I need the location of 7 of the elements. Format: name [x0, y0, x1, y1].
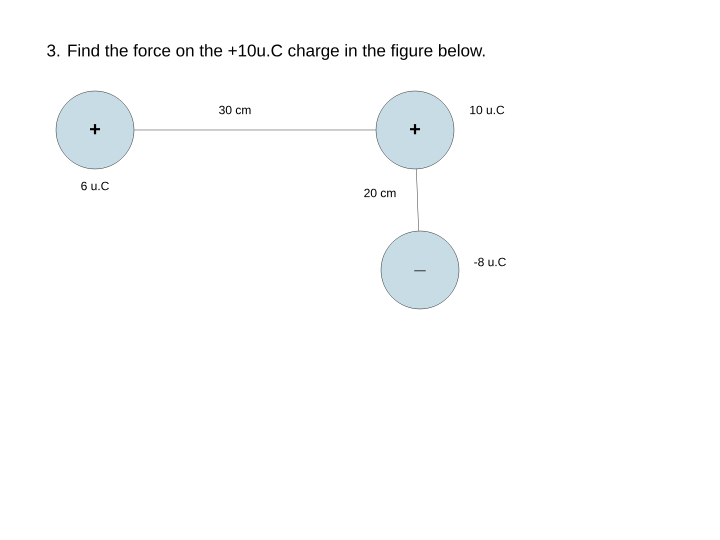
- distance-label: 30 cm: [219, 106, 251, 114]
- connector-line: [416, 168, 419, 232]
- charge-label: 10 u.C: [470, 106, 504, 114]
- charge-label: 6 u.C: [81, 182, 109, 190]
- distance-label: 20 cm: [364, 188, 396, 198]
- title: 3. Find the force on the +10u.C charge in the figure below.: [47, 44, 485, 60]
- charge-label: -8 u.C: [474, 258, 506, 266]
